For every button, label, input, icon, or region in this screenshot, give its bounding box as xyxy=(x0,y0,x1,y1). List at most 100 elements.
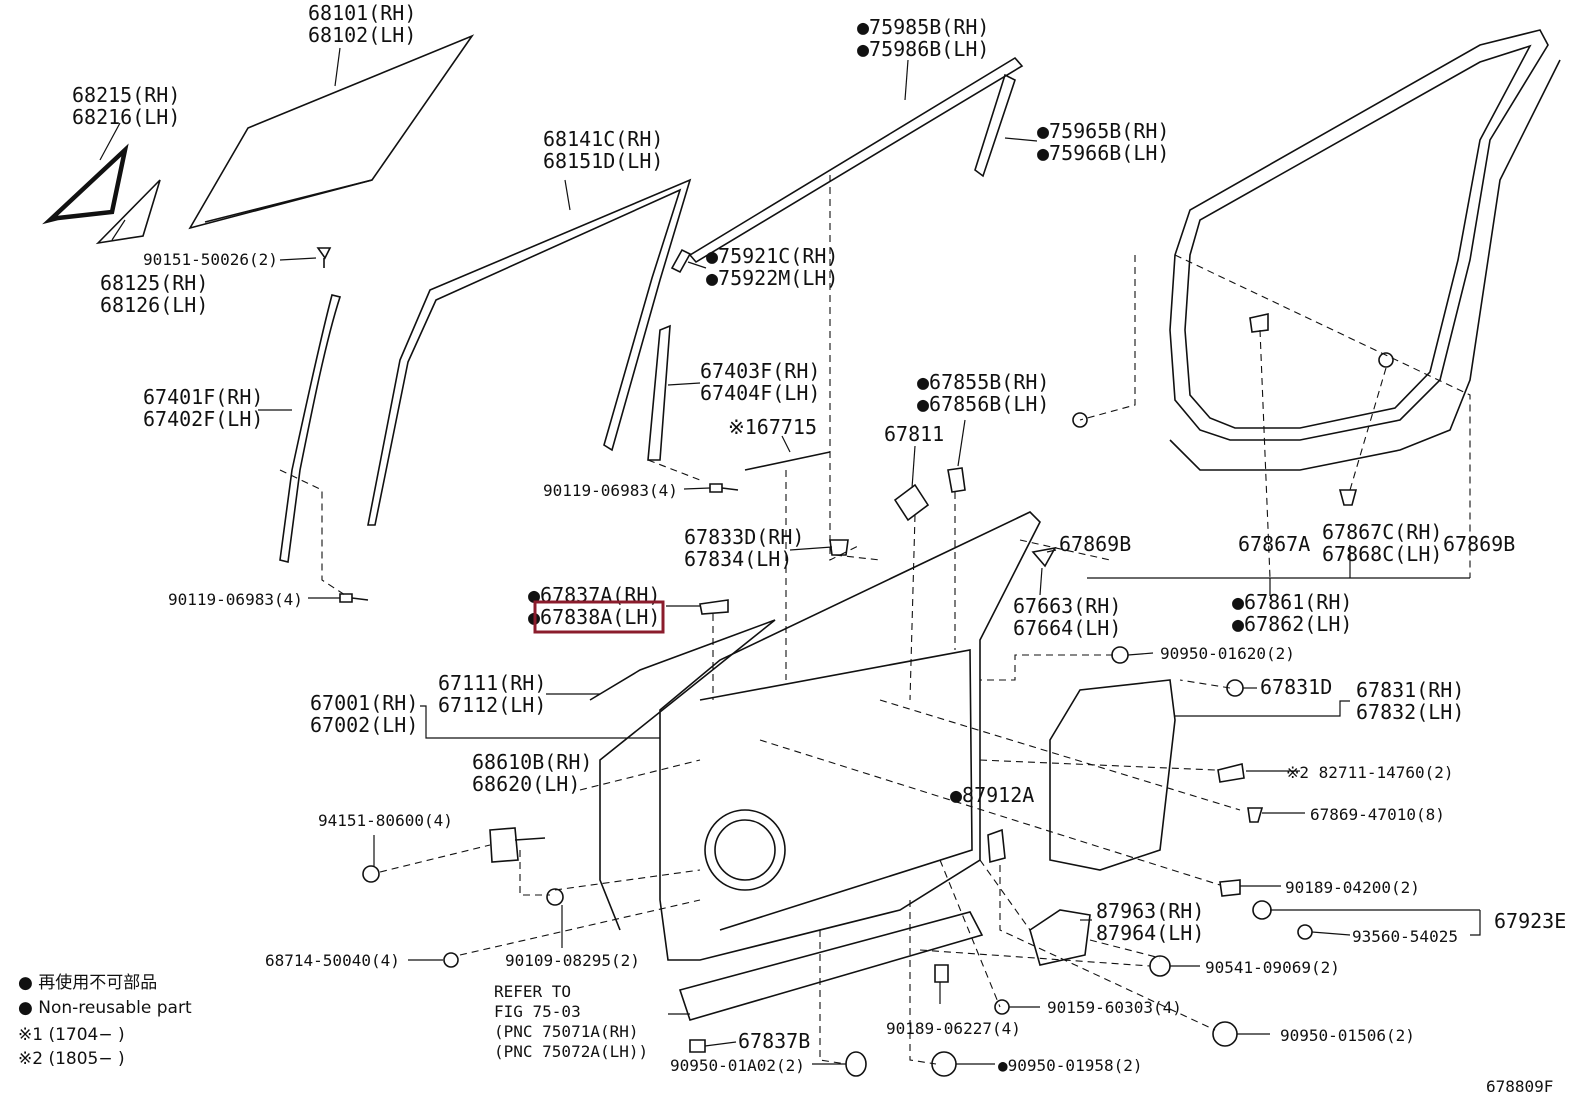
roof-moulding-drawing xyxy=(688,56,1024,264)
label-87912[interactable]: ●87912A xyxy=(950,783,1034,807)
protector-strip-drawing xyxy=(744,451,831,471)
refer-text-line2: FIG 75-03 xyxy=(494,1002,581,1021)
label-90541[interactable]: 90541-09069(2) xyxy=(1205,958,1340,977)
label-75986[interactable]: ●75986B(LH) xyxy=(857,37,989,61)
label-68126[interactable]: 68126(LH) xyxy=(100,293,208,317)
label-68141[interactable]: 68141C(RH) xyxy=(543,127,663,151)
nut-icon xyxy=(1252,900,1272,920)
label-90189-06227[interactable]: 90189-06227(4) xyxy=(886,1019,1021,1038)
label-90159[interactable]: 90159-60303(4) xyxy=(1047,998,1182,1017)
label-67869b-left[interactable]: 67869B xyxy=(1059,532,1131,556)
label-67401[interactable]: 67401F(RH) xyxy=(143,385,263,409)
label-67867a[interactable]: 67867A xyxy=(1238,532,1310,556)
figure-id: 678809F xyxy=(1486,1077,1553,1096)
label-94151[interactable]: 94151-80600(4) xyxy=(318,811,453,830)
label-67831d[interactable]: 67831D xyxy=(1260,675,1332,699)
legend: ● 再使用不可部品 ● Non-reusable part ※1 (1704− … xyxy=(18,972,192,1069)
label-67856[interactable]: ●67856B(LH) xyxy=(917,392,1049,416)
screw-icon xyxy=(316,247,332,268)
label-67404[interactable]: 67404F(LH) xyxy=(700,381,820,405)
plug-icon xyxy=(1212,1021,1238,1047)
legend-non-reusable-jp: ● 再使用不可部品 xyxy=(18,972,157,993)
label-67833[interactable]: 67833D(RH) xyxy=(684,525,804,549)
checker-icon xyxy=(987,828,1006,864)
label-90950-01620[interactable]: 90950-01620(2) xyxy=(1160,644,1295,663)
label-67869b-right[interactable]: 67869B xyxy=(1443,532,1515,556)
label-67831[interactable]: 67831(RH) xyxy=(1356,678,1464,702)
label-90950-01a02[interactable]: 90950-01A02(2) xyxy=(670,1056,805,1075)
refer-text-line1: REFER TO xyxy=(494,982,571,1001)
label-68151[interactable]: 68151D(LH) xyxy=(543,149,663,173)
bolt-icon xyxy=(709,483,739,493)
rocker-moulding-drawing xyxy=(678,911,984,1021)
speaker-hole-icon xyxy=(704,809,786,891)
label-90119-a[interactable]: 90119-06983(4) xyxy=(543,481,678,500)
label-90950-01958[interactable]: ●90950-01958(2) xyxy=(998,1056,1143,1075)
label-90189-04200[interactable]: 90189-04200(2) xyxy=(1285,878,1420,897)
label-68216[interactable]: 68216(LH) xyxy=(72,105,180,129)
pillar-garnish-drawing xyxy=(974,73,1016,178)
legend-note-2: ※2 (1805− ) xyxy=(18,1049,125,1069)
label-67868c[interactable]: 67868C(LH) xyxy=(1322,542,1442,566)
label-67663[interactable]: 67663(RH) xyxy=(1013,594,1121,618)
label-75922[interactable]: ●75922M(LH) xyxy=(706,266,838,290)
label-67923[interactable]: 67923E xyxy=(1494,909,1566,933)
refer-text-line3: (PNC 75071A(RH) xyxy=(494,1022,639,1041)
label-87963[interactable]: 87963(RH) xyxy=(1096,899,1204,923)
label-67111[interactable]: 67111(RH) xyxy=(438,671,546,695)
door-hinge-drawing xyxy=(489,827,546,863)
clip-icon xyxy=(1219,879,1241,897)
label-68102[interactable]: 68102(LH) xyxy=(308,23,416,47)
label-90109[interactable]: 90109-08295(2) xyxy=(505,951,640,970)
clip-icon xyxy=(1247,807,1264,823)
label-67834[interactable]: 67834(LH) xyxy=(684,547,792,571)
door-frame-drawing xyxy=(659,511,1041,961)
highlight-box-67838 xyxy=(533,600,665,634)
label-67837b[interactable]: 67837B xyxy=(738,1029,810,1053)
label-67855[interactable]: ●67855B(RH) xyxy=(917,370,1049,394)
wedge-icon xyxy=(1031,546,1057,568)
service-hole-cover-drawing xyxy=(1049,679,1176,871)
label-90151[interactable]: 90151-50026(2) xyxy=(143,250,278,269)
legend-non-reusable-en: ● Non-reusable part xyxy=(18,998,192,1018)
clip-icon xyxy=(1249,313,1269,333)
label-67402[interactable]: 67402F(LH) xyxy=(143,407,263,431)
label-67403[interactable]: 67403F(RH) xyxy=(700,359,820,383)
label-90119-b[interactable]: 90119-06983(4) xyxy=(168,590,303,609)
label-67002[interactable]: 67002(LH) xyxy=(310,713,418,737)
label-75965[interactable]: ●75965B(RH) xyxy=(1037,119,1169,143)
label-75985[interactable]: ●75985B(RH) xyxy=(857,15,989,39)
clip-icon xyxy=(699,599,729,615)
clip-icon xyxy=(1378,352,1394,368)
legend-note-1: ※1 (1704− ) xyxy=(18,1025,125,1045)
label-67838[interactable]: ●67838A(LH) xyxy=(528,605,660,629)
label-68101[interactable]: 68101(RH) xyxy=(308,1,416,25)
refer-text-line4: (PNC 75072A(LH)) xyxy=(494,1042,648,1061)
label-75966[interactable]: ●75966B(LH) xyxy=(1037,141,1169,165)
clip-icon xyxy=(934,964,949,983)
label-67861[interactable]: ●67861(RH) xyxy=(1232,590,1352,614)
label-90950-01506[interactable]: 90950-01506(2) xyxy=(1280,1026,1415,1045)
mirror-cover-drawing xyxy=(1029,909,1091,966)
door-weatherstrip-drawing xyxy=(1169,29,1549,441)
label-68620[interactable]: 68620(LH) xyxy=(472,772,580,796)
label-67811[interactable]: 67811 xyxy=(884,422,944,446)
label-93560[interactable]: 93560-54025 xyxy=(1352,927,1458,946)
service-hole-pad-drawing xyxy=(893,483,930,522)
label-68125[interactable]: 68125(RH) xyxy=(100,271,208,295)
label-67862[interactable]: ●67862(LH) xyxy=(1232,612,1352,636)
nut-icon xyxy=(1149,955,1171,977)
label-67867c[interactable]: 67867C(RH) xyxy=(1322,520,1442,544)
label-67112[interactable]: 67112(LH) xyxy=(438,693,546,717)
label-68610[interactable]: 68610B(RH) xyxy=(472,750,592,774)
label-68215[interactable]: 68215(RH) xyxy=(72,83,180,107)
label-68714[interactable]: 68714-50040(4) xyxy=(265,951,400,970)
label-87964[interactable]: 87964(LH) xyxy=(1096,921,1204,945)
label-82711[interactable]: ※2 82711-14760(2) xyxy=(1286,763,1454,782)
label-67832[interactable]: 67832(LH) xyxy=(1356,700,1464,724)
label-67664[interactable]: 67664(LH) xyxy=(1013,616,1121,640)
label-75921[interactable]: ●75921C(RH) xyxy=(706,244,838,268)
label-67869-47010[interactable]: 67869-47010(8) xyxy=(1310,805,1445,824)
label-67001[interactable]: 67001(RH) xyxy=(310,691,418,715)
label-67715[interactable]: ※167715 xyxy=(728,415,817,439)
